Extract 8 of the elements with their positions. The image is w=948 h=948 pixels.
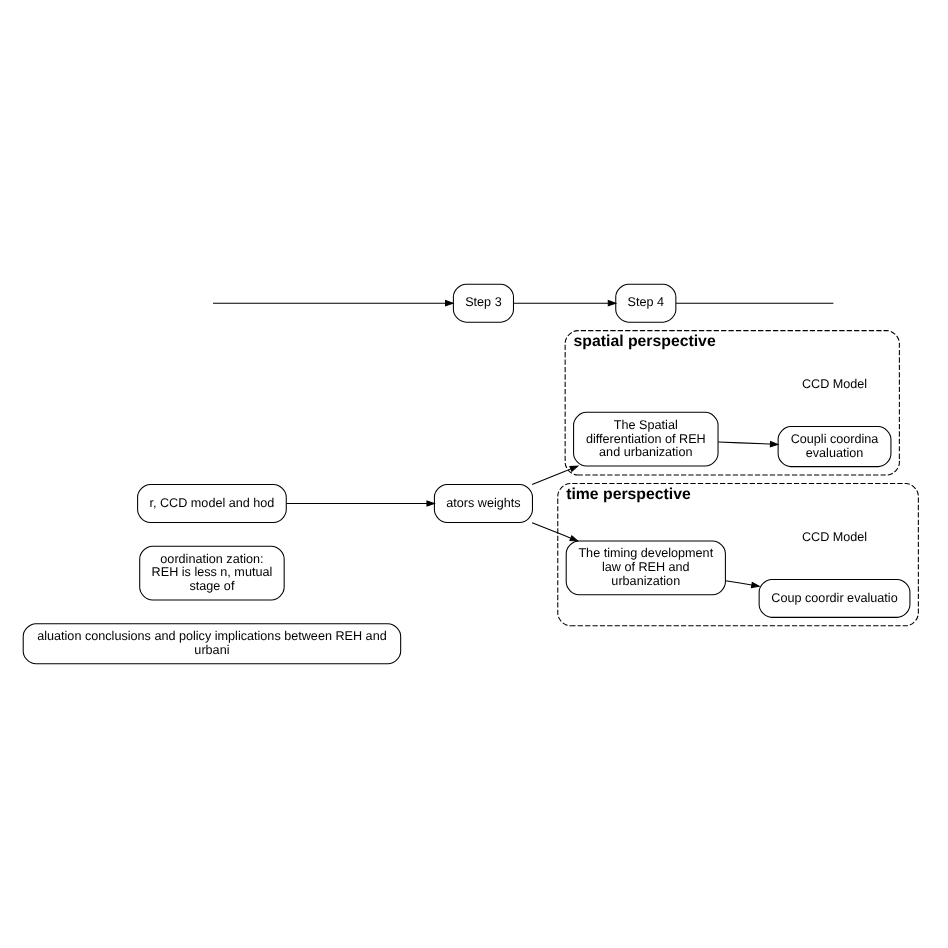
connector: [674, 302, 833, 304]
arrow: [723, 580, 760, 589]
arrow: [285, 500, 435, 507]
arrow: [211, 299, 454, 307]
arrow: [530, 522, 579, 542]
arrow: [716, 440, 779, 448]
arrow: [512, 299, 617, 307]
arrow: [530, 465, 579, 485]
